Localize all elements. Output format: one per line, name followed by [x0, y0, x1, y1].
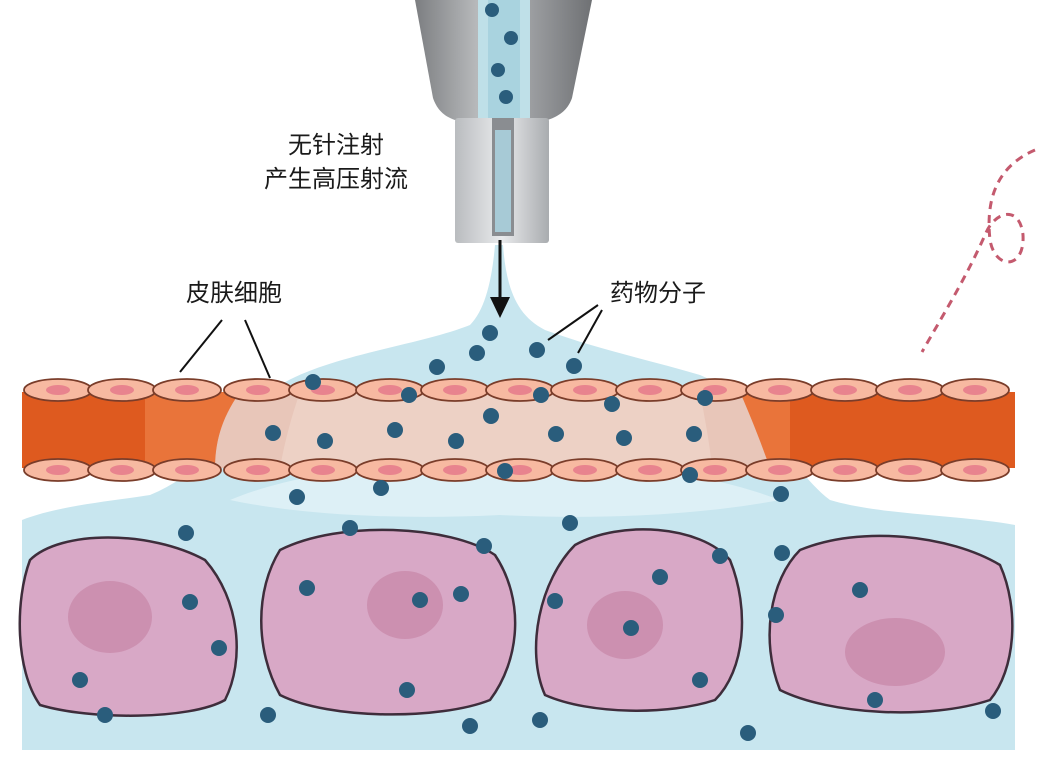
drug-molecule-icon	[623, 620, 639, 636]
tissue-cell-3	[534, 528, 744, 712]
drug-molecule-icon	[260, 707, 276, 723]
skin-cell-nucleus	[175, 385, 199, 395]
drug-molecule-icon	[342, 520, 358, 536]
skin-cell-nucleus	[311, 465, 335, 475]
drug-molecule-icon	[692, 672, 708, 688]
drug-molecule-icon	[211, 640, 227, 656]
drug-molecule-icon	[532, 712, 548, 728]
skin-cell-row-bottom	[23, 458, 1010, 482]
skin-cell-nucleus	[768, 465, 792, 475]
drug-molecule-icon	[401, 387, 417, 403]
skin-cell-nucleus	[443, 465, 467, 475]
tissue-cell-1	[18, 536, 238, 717]
drug-molecule-icon	[412, 592, 428, 608]
drug-molecule-icon	[429, 359, 445, 375]
drug-molecule-icon	[373, 480, 389, 496]
skin-cell-nucleus	[378, 465, 402, 475]
drug-molecule-icon	[533, 387, 549, 403]
drug-molecule-icon	[305, 374, 321, 390]
skin-cell-nucleus	[963, 385, 987, 395]
drug-molecule-icon	[387, 422, 403, 438]
skin-cell-nucleus	[898, 465, 922, 475]
drug-molecule-icon	[697, 390, 713, 406]
drug-molecule-icon	[529, 342, 545, 358]
skin-cell-nucleus	[508, 465, 532, 475]
drug-molecules-label: 药物分子	[610, 279, 706, 307]
skin-cell-nucleus	[110, 385, 134, 395]
drug-molecule-leader-lines	[547, 304, 603, 354]
drug-molecule-icon	[686, 426, 702, 442]
drug-molecule-icon	[399, 682, 415, 698]
injection-label-line1: 无针注射	[288, 131, 384, 159]
drug-molecule-icon	[453, 586, 469, 602]
skin-cell-nucleus	[175, 465, 199, 475]
drug-molecule-icon	[682, 467, 698, 483]
drug-molecule-icon	[712, 548, 728, 564]
skin-cell-row-top	[23, 378, 1010, 402]
drug-molecule-icon	[462, 718, 478, 734]
skin-cell-nucleus	[46, 385, 70, 395]
drug-molecule-icon	[774, 545, 790, 561]
drug-molecule-icon	[299, 580, 315, 596]
drug-molecule-icon	[547, 593, 563, 609]
drug-molecule-icon	[985, 703, 1001, 719]
drug-molecule-icon	[548, 426, 564, 442]
drug-molecule-icon	[497, 463, 513, 479]
trajectory-dashed-line	[920, 148, 1036, 353]
drug-molecule-group	[72, 325, 1001, 741]
injection-label: 无针注射 产生高压射流	[236, 128, 436, 196]
skin-cells-label: 皮肤细胞	[186, 279, 282, 307]
drug-molecule-icon	[482, 325, 498, 341]
drug-molecule-icon	[604, 396, 620, 412]
tissue-cell-4	[768, 534, 1014, 714]
skin-cell-nucleus	[246, 385, 270, 395]
jet-arrow-icon	[490, 240, 510, 318]
skin-cell-nucleus	[573, 465, 597, 475]
drug-molecule-icon	[265, 425, 281, 441]
skin-cell-nucleus	[573, 385, 597, 395]
drug-molecule-icon	[867, 692, 883, 708]
skin-cell-leader-lines	[179, 319, 271, 379]
drug-molecule-icon	[740, 725, 756, 741]
skin-cell-nucleus	[898, 385, 922, 395]
drug-molecule-icon	[562, 515, 578, 531]
drug-molecule-icon	[72, 672, 88, 688]
tissue-cell-2	[260, 528, 517, 716]
injector-device-icon	[415, 0, 592, 243]
skin-cell-nucleus	[638, 465, 662, 475]
drug-molecule-icon	[289, 489, 305, 505]
skin-cell-nucleus	[768, 385, 792, 395]
drug-molecule-icon	[448, 433, 464, 449]
drug-molecule-icon	[773, 486, 789, 502]
drug-molecule-icon	[182, 594, 198, 610]
skin-cell-nucleus	[508, 385, 532, 395]
drug-molecule-icon	[483, 408, 499, 424]
skin-cell-nucleus	[963, 465, 987, 475]
drug-molecule-icon	[469, 345, 485, 361]
drug-molecule-icon	[768, 607, 784, 623]
injection-label-line2: 产生高压射流	[264, 165, 408, 193]
drug-molecule-icon	[652, 569, 668, 585]
dermis-layer	[22, 392, 1015, 468]
skin-cell-nucleus	[110, 465, 134, 475]
skin-cell-nucleus	[703, 465, 727, 475]
drug-molecule-icon	[566, 358, 582, 374]
skin-cell-nucleus	[246, 465, 270, 475]
skin-cell-nucleus	[46, 465, 70, 475]
drug-molecule-icon	[476, 538, 492, 554]
drug-molecule-icon	[852, 582, 868, 598]
skin-cell-nucleus	[833, 385, 857, 395]
drug-molecule-icon	[97, 707, 113, 723]
drug-molecule-icon	[317, 433, 333, 449]
skin-cell-nucleus	[833, 465, 857, 475]
skin-cell-nucleus	[443, 385, 467, 395]
drug-molecule-icon	[616, 430, 632, 446]
skin-cell-nucleus	[638, 385, 662, 395]
skin-cell-nucleus	[378, 385, 402, 395]
drug-molecule-icon	[178, 525, 194, 541]
